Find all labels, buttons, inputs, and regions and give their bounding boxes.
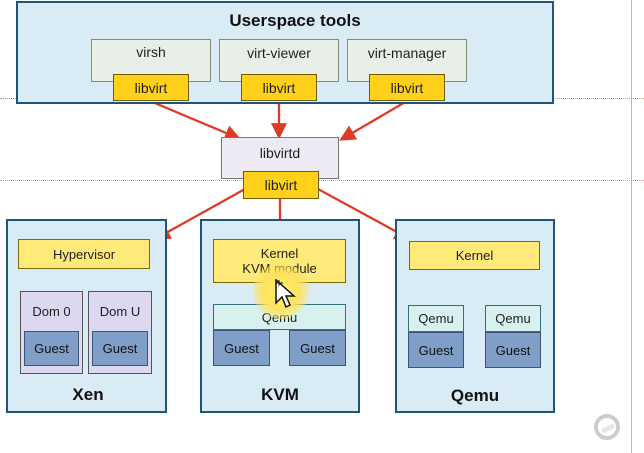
virt-manager-libvirt-block (369, 74, 445, 101)
xen-guest-right-block (92, 331, 148, 366)
libvirtd-libvirt-label: libvirt (264, 177, 298, 193)
virt-viewer-libvirt-label: libvirt (262, 79, 296, 96)
kvm-guest-left-block (213, 330, 270, 366)
xen-guest-left-block (24, 331, 79, 366)
virt-viewer-libvirt-block (241, 74, 317, 101)
userspace-tools-title: Userspace tools (229, 11, 361, 30)
xen-hypervisor-block (18, 239, 150, 269)
libvirtd-daemon (221, 137, 339, 179)
qemu-title: Qemu (450, 386, 500, 405)
virsh-libvirt-label: libvirt (134, 79, 168, 96)
virt-viewer-label: virt-viewer (247, 45, 311, 61)
arrow-manager-to-libvirtd (339, 100, 408, 141)
virt-manager-libvirt-label: libvirt (390, 79, 424, 96)
virt-manager-label: virt-manager (367, 45, 447, 61)
watermark-logo-icon (594, 414, 620, 440)
qemu-left-block (408, 305, 464, 332)
libvirtd-label: libvirtd (259, 145, 301, 161)
kvm-title: KVM (261, 385, 299, 404)
kvm-guest-right-block (289, 330, 346, 366)
watermark (594, 414, 626, 440)
kvm-guest-right-label: Guest (300, 340, 335, 356)
virsh-libvirt-block (113, 74, 189, 101)
xen-dom0-label: Dom 0 (32, 303, 71, 319)
qemu-guest-right-block (485, 332, 541, 368)
qemu-guest-right-label: Guest (495, 342, 531, 358)
cursor-icon (275, 279, 296, 309)
qemu-left-label: Qemu (418, 311, 454, 326)
qemu-kernel-label: Kernel (455, 248, 494, 263)
virsh-label: virsh (136, 44, 166, 60)
xen-domu-label: Dom U (99, 303, 141, 319)
qemu-kernel-block (409, 241, 540, 270)
xen-title: Xen (72, 385, 104, 404)
arrow-virsh-to-libvirtd (149, 99, 241, 141)
background-side-rule (631, 0, 632, 453)
xen-guest-left-label: Guest (34, 341, 69, 356)
arrow-libvirtd-to-qemu (317, 187, 411, 240)
kvm-guest-left-label: Guest (224, 340, 259, 356)
xen-hypervisor-label: Hypervisor (52, 246, 116, 262)
xen-guest-right-label: Guest (102, 341, 138, 356)
arrow-libvirtd-to-xen (154, 187, 246, 240)
qemu-right-block (485, 305, 541, 332)
qemu-guest-left-block (408, 332, 464, 368)
background-dotted-line-bottom (0, 180, 644, 181)
qemu-guest-left-label: Guest (418, 342, 454, 358)
libvirtd-libvirt-block (243, 171, 319, 199)
qemu-right-label: Qemu (495, 311, 531, 326)
